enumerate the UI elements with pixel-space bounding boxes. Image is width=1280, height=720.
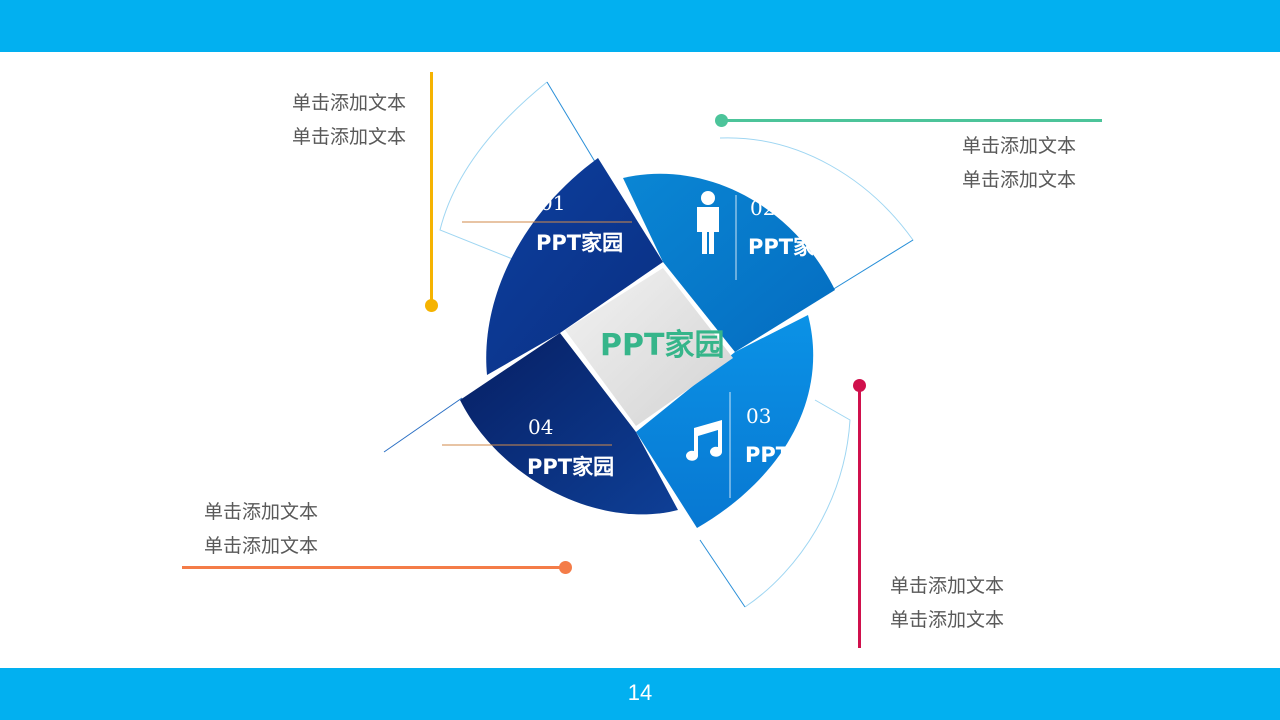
connector-dot-bottom-right (853, 379, 866, 392)
header-bar (0, 0, 1280, 52)
outline-arc-top-right (719, 137, 914, 291)
connector-dot-top-left (425, 299, 438, 312)
callout-top-right-line2: 单击添加文本 (962, 169, 1077, 191)
callout-bottom-right-line1: 单击添加文本 (890, 575, 1005, 597)
callout-bottom-right: 单击添加文本 单击添加文本 (890, 569, 1004, 637)
center-square (565, 268, 733, 426)
segment-03-number: 03 (746, 404, 771, 428)
callout-top-right-line1: 单击添加文本 (962, 135, 1077, 157)
music-note-icon (686, 420, 722, 461)
segment-04 (460, 333, 678, 515)
person-icon (697, 191, 719, 254)
outline-line-bottom (699, 539, 746, 608)
callout-bottom-left: 单击添加文本 单击添加文本 (204, 495, 318, 563)
segment-03-title: PPT家园 (745, 443, 832, 467)
connector-dot-top-right (715, 114, 728, 127)
connector-bottom-left (182, 566, 567, 569)
segment-02-title: PPT家园 (748, 235, 835, 259)
outline-arc-bottom-left (383, 397, 463, 453)
center-title: PPT家园 (600, 328, 724, 363)
callout-top-left-line2: 单击添加文本 (292, 126, 407, 148)
segment-04-title: PPT家园 (527, 455, 614, 479)
segment-04-number: 04 (528, 415, 553, 439)
callout-bottom-left-line2: 单击添加文本 (204, 535, 319, 557)
connector-top-right (720, 119, 1102, 122)
connector-bottom-right (858, 386, 861, 648)
page-number: 14 (627, 680, 653, 705)
footer-bar (0, 668, 1280, 720)
callout-top-left-line1: 单击添加文本 (292, 92, 407, 114)
segment-03 (636, 315, 814, 528)
connector-dot-bottom-left (559, 561, 572, 574)
segment-02 (623, 173, 835, 352)
callout-top-right: 单击添加文本 单击添加文本 (962, 129, 1076, 197)
segment-01-number: 01 (540, 191, 565, 215)
segment-02-number: 02 (750, 196, 775, 220)
connector-top-left (430, 72, 433, 304)
callout-bottom-left-line1: 单击添加文本 (204, 501, 319, 523)
outline-arc-top-left (439, 81, 548, 263)
outline-line-right (831, 239, 914, 291)
callout-bottom-right-line2: 单击添加文本 (890, 609, 1005, 631)
callout-top-left: 单击添加文本 单击添加文本 (292, 86, 406, 154)
segment-01 (486, 158, 663, 375)
outline-arc-bottom-right (744, 399, 851, 608)
segment-01-title: PPT家园 (536, 231, 623, 255)
